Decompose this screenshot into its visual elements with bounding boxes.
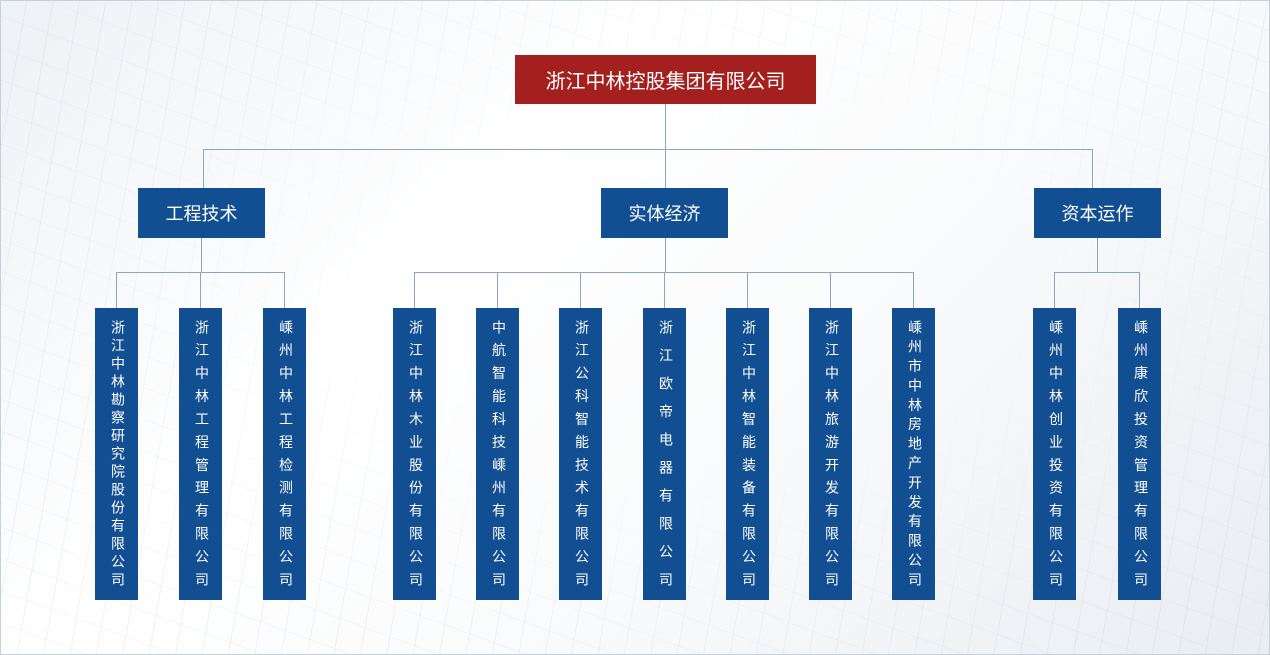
category-real-economy: 实体经济 bbox=[601, 188, 728, 238]
category-label: 资本运作 bbox=[1061, 204, 1134, 225]
company-label: 浙江中林工程管理有限公司 bbox=[193, 320, 209, 586]
connector bbox=[1139, 272, 1140, 308]
connector bbox=[1055, 272, 1140, 273]
connector bbox=[201, 238, 202, 272]
connector bbox=[200, 272, 201, 308]
connector bbox=[203, 149, 1092, 150]
company-node: 浙江中林勘察研究院股份有限公司 bbox=[95, 308, 138, 600]
company-node: 嵊州市中林房地产开发有限公司 bbox=[892, 308, 935, 600]
category-capital: 资本运作 bbox=[1034, 188, 1161, 238]
company-label: 嵊州中林创业投资有限公司 bbox=[1047, 320, 1063, 586]
company-label: 浙江欧帝电器有限公司 bbox=[657, 320, 673, 586]
root-node: 浙江中林控股集团有限公司 bbox=[515, 55, 816, 104]
category-label: 实体经济 bbox=[628, 204, 701, 225]
connector bbox=[203, 149, 204, 188]
connector bbox=[284, 272, 285, 308]
company-label: 浙江中林旅游开发有限公司 bbox=[823, 320, 839, 586]
category-engineering: 工程技术 bbox=[138, 188, 265, 238]
category-label: 工程技术 bbox=[165, 204, 238, 225]
company-label: 嵊州中林工程检测有限公司 bbox=[277, 320, 293, 586]
connector bbox=[830, 272, 831, 308]
connector bbox=[664, 272, 665, 308]
connector bbox=[1054, 272, 1055, 308]
connector bbox=[580, 272, 581, 308]
company-node: 嵊州康欣投资管理有限公司 bbox=[1118, 308, 1161, 600]
company-node: 浙江中林旅游开发有限公司 bbox=[809, 308, 852, 600]
company-label: 嵊州市中林房地产开发有限公司 bbox=[906, 320, 922, 586]
connector bbox=[1097, 238, 1098, 272]
company-node: 浙江公科智能技术有限公司 bbox=[559, 308, 602, 600]
company-node: 嵊州中林工程检测有限公司 bbox=[263, 308, 306, 600]
connector bbox=[913, 272, 914, 308]
company-node: 浙江欧帝电器有限公司 bbox=[643, 308, 686, 600]
company-node: 浙江中林工程管理有限公司 bbox=[179, 308, 222, 600]
connector bbox=[116, 272, 117, 308]
company-label: 浙江中林勘察研究院股份有限公司 bbox=[109, 320, 125, 586]
company-label: 浙江公科智能技术有限公司 bbox=[573, 320, 589, 586]
company-node: 浙江中林智能装备有限公司 bbox=[726, 308, 769, 600]
company-label: 浙江中林木业股份有限公司 bbox=[407, 320, 423, 586]
company-node: 嵊州中林创业投资有限公司 bbox=[1033, 308, 1076, 600]
connector bbox=[665, 104, 666, 188]
connector bbox=[497, 272, 498, 308]
company-node: 中航智能科技嵊州有限公司 bbox=[476, 308, 519, 600]
root-label: 浙江中林控股集团有限公司 bbox=[545, 69, 786, 93]
company-node: 浙江中林木业股份有限公司 bbox=[393, 308, 436, 600]
company-label: 浙江中林智能装备有限公司 bbox=[740, 320, 756, 586]
connector bbox=[665, 238, 666, 272]
company-label: 中航智能科技嵊州有限公司 bbox=[490, 320, 506, 586]
connector bbox=[1092, 149, 1093, 188]
connector bbox=[747, 272, 748, 308]
connector bbox=[414, 272, 415, 308]
company-label: 嵊州康欣投资管理有限公司 bbox=[1132, 320, 1148, 586]
